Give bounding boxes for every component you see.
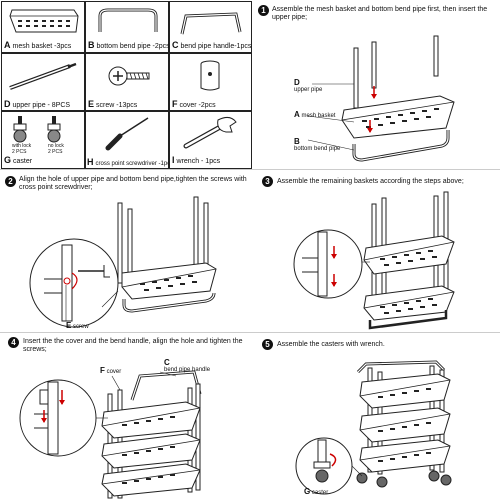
step-5-callout-caster: G caster [304, 487, 329, 496]
part-tile-cover [169, 53, 252, 111]
step-3-number: 3 [262, 176, 273, 187]
step-2-number: 2 [5, 176, 16, 187]
step-5-number: 5 [262, 339, 273, 350]
screw-illustration [108, 66, 150, 86]
step-4-number: 4 [8, 337, 19, 348]
step-1-number: 1 [258, 5, 269, 16]
step-3-text: Assemble the remaining baskets according… [277, 178, 464, 185]
step-5-text: Assemble the casters with wrench. [277, 341, 385, 348]
part-tile-bend-pipe-handle [169, 1, 252, 53]
step-1-text: Assemble the mesh basket and bottom bend… [272, 6, 488, 21]
step-5-illustration [295, 360, 452, 495]
bottom-bend-pipe-illustration [98, 8, 158, 32]
upper-pipe-illustration [9, 62, 77, 90]
step-4-illustration [19, 370, 202, 499]
step-1-illustration [307, 35, 455, 162]
divider-row-2 [0, 332, 500, 333]
step-2-illustration [29, 196, 217, 328]
part-tile-screw [85, 53, 169, 111]
cover-illustration [200, 60, 220, 91]
part-tile-wrench [169, 111, 252, 169]
part-tile-mesh-basket [1, 1, 85, 53]
caster-illustration [13, 116, 61, 143]
step-2-text: Align the hole of upper pipe and bottom … [19, 176, 247, 191]
bend-pipe-handle-illustration [180, 12, 242, 35]
mesh-basket-illustration [9, 9, 79, 33]
wrench-illustration [183, 116, 237, 149]
step-4-text: Insert the the cover and the bend handle… [23, 338, 243, 353]
step-1-callout-mesh-basket: A mesh basket [294, 110, 336, 119]
step-3-illustration [293, 191, 455, 330]
part-tile-screwdriver [85, 111, 169, 169]
screwdriver-illustration [105, 117, 149, 151]
part-tile-bottom-bend-pipe [85, 1, 169, 53]
step-2-callout-screw: E screw [66, 321, 89, 330]
divider-row-1 [0, 169, 500, 170]
step-4-callout-cover: F cover [100, 366, 122, 375]
part-tile-upper-pipe [1, 53, 85, 111]
